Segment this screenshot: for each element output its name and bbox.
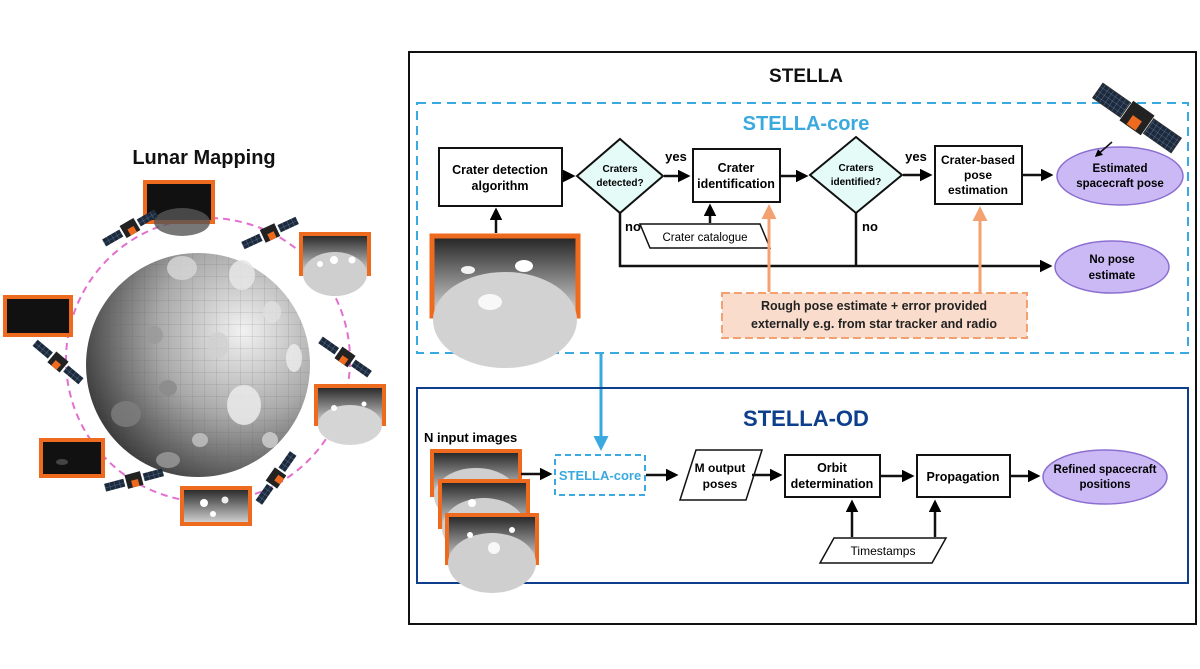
- craters-identified-label-2: identified?: [831, 177, 882, 188]
- moon-sphere: [86, 253, 310, 477]
- stella-title: STELLA: [769, 66, 843, 87]
- camera-frame-lower-left: [39, 438, 105, 478]
- od-input-images: [430, 449, 539, 593]
- refined-positions-ellipse: [1042, 449, 1168, 505]
- crater-detection-box: [438, 147, 563, 207]
- craters-detected-label-2: detected?: [596, 178, 643, 189]
- estimated-pose-label-2: spacecraft pose: [1076, 178, 1164, 190]
- m-output-shape: [678, 449, 764, 501]
- rough-pose-label-2: externally e.g. from star tracker and ra…: [751, 317, 997, 331]
- crater-catalogue-shape: [638, 223, 772, 249]
- crater-identification-label-1: Crater: [718, 161, 755, 175]
- camera-frame-left: [3, 295, 73, 337]
- satellite-icon: [102, 209, 158, 247]
- crater-detection-label-2: algorithm: [472, 179, 529, 193]
- crater-catalogue-label: Crater catalogue: [662, 232, 747, 244]
- pose-estimation-label-2: pose: [964, 168, 992, 182]
- no-label-1: no: [625, 219, 641, 234]
- m-output-label-2: poses: [703, 477, 738, 491]
- stella-od-box: [416, 387, 1189, 584]
- camera-frame-right: [314, 384, 386, 445]
- no-pose-label-2: estimate: [1089, 270, 1136, 282]
- propagation-box: [916, 454, 1011, 498]
- arrow-no-to-no-pose: [618, 213, 1053, 273]
- stella-core-title: STELLA-core: [743, 113, 870, 135]
- rough-pose-label-1: Rough pose estimate + error provided: [761, 299, 987, 313]
- satellite-icon: [241, 216, 299, 250]
- refined-positions-label-2: positions: [1079, 479, 1130, 491]
- yes-label-2: yes: [905, 149, 927, 164]
- m-output-label-1: M output: [695, 461, 746, 475]
- od-stella-core-box: [554, 454, 646, 496]
- estimated-pose-ellipse: [1056, 146, 1184, 206]
- camera-frame-bottom: [180, 486, 252, 526]
- satellite-icon: [255, 451, 297, 505]
- yes-label-1: yes: [665, 149, 687, 164]
- n-input-images-label: N input images: [424, 430, 517, 445]
- pose-estimation-label-1: Crater-based: [941, 153, 1015, 167]
- pose-estimation-box: [934, 145, 1023, 205]
- no-pose-label-1: No pose: [1089, 254, 1134, 266]
- crater-detection-label-1: Crater detection: [452, 163, 548, 177]
- crater-identification-label-2: identification: [697, 177, 775, 191]
- propagation-label: Propagation: [927, 470, 1000, 484]
- satellite-icon: [32, 339, 84, 385]
- lunar-mapping-title: Lunar Mapping: [132, 147, 275, 169]
- orbit-determination-label-1: Orbit: [817, 461, 848, 475]
- camera-frame-upper-right: [299, 232, 371, 296]
- orbit-determination-label-2: determination: [791, 477, 874, 491]
- rough-pose-box: [721, 292, 1028, 339]
- satellite-icon: [103, 468, 165, 492]
- stella-od-title: STELLA-OD: [743, 406, 869, 431]
- refined-positions-label-1: Refined spacecraft: [1054, 464, 1157, 476]
- core-input-image: [429, 233, 581, 368]
- satellite-pointer-arrow: [1094, 141, 1113, 157]
- no-label-2: no: [862, 219, 878, 234]
- timestamps-label: Timestamps: [851, 544, 916, 558]
- od-stella-core-label: STELLA-core: [559, 468, 641, 483]
- pose-estimation-label-3: estimation: [948, 183, 1008, 197]
- crater-identification-box: [692, 148, 781, 203]
- timestamps-shape: [818, 537, 948, 564]
- satellite-icon: [318, 336, 372, 378]
- craters-detected-label-1: Craters: [602, 164, 637, 175]
- no-pose-ellipse: [1054, 240, 1170, 294]
- satellite-icon: [1091, 82, 1183, 154]
- craters-identified-label-1: Craters: [838, 163, 873, 174]
- lunar-mapping-illustration: [3, 180, 386, 526]
- orbit-determination-box: [784, 454, 881, 498]
- estimated-pose-label-1: Estimated: [1093, 163, 1148, 175]
